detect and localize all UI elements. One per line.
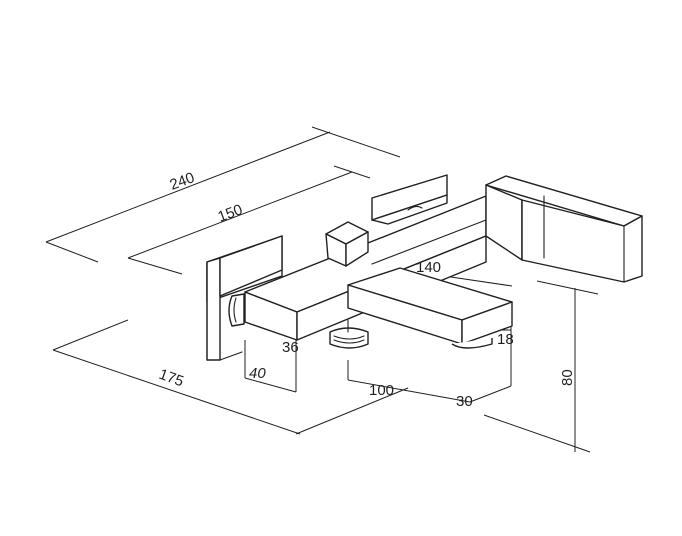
handle-lever	[485, 175, 643, 283]
left-connector	[228, 293, 245, 327]
label-30: 30	[456, 393, 473, 410]
label-36: 36	[282, 339, 299, 356]
dim-40	[244, 340, 297, 393]
label-18: 18	[497, 331, 514, 348]
label-150: 150	[216, 201, 245, 226]
bottom-outlet	[329, 319, 369, 349]
label-40: 40	[249, 365, 266, 382]
dim-240	[45, 126, 401, 263]
dim-150	[127, 165, 371, 275]
right-wall-plate	[371, 174, 448, 225]
diverter-knob	[325, 221, 369, 267]
spout	[347, 267, 513, 349]
label-80: 80	[559, 369, 576, 386]
label-100: 100	[369, 382, 394, 399]
dim-140	[443, 275, 513, 287]
dim-100	[295, 360, 471, 435]
left-wall-plate	[206, 235, 283, 361]
label-140: 140	[416, 259, 441, 276]
label-240: 240	[168, 169, 197, 194]
dim-175	[52, 319, 301, 435]
dim-80	[483, 280, 599, 453]
